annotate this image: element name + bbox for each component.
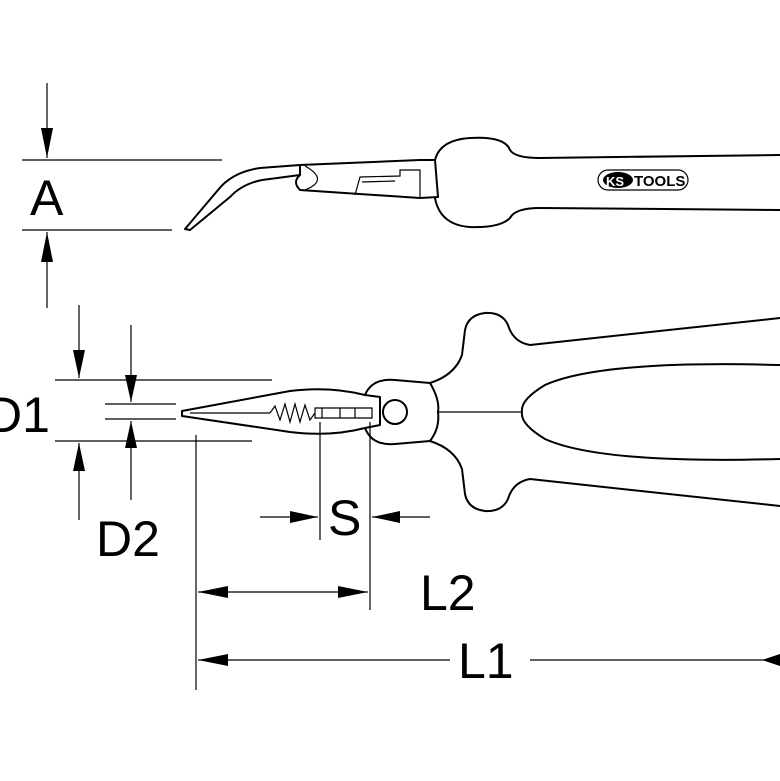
dim-l2-label: L2 xyxy=(420,565,476,621)
dim-d1-arrow-top xyxy=(73,350,85,378)
logo-tools-text: TOOLS xyxy=(634,173,685,190)
dim-l1-arrow-left xyxy=(198,654,228,666)
dim-l2-arrow-left xyxy=(198,586,228,598)
handle-side-outline xyxy=(434,136,780,229)
nose-outline xyxy=(181,388,381,435)
logo-ks-oval xyxy=(603,172,633,188)
handle-lower-outline xyxy=(429,440,780,513)
logo-badge xyxy=(597,169,689,191)
dimension-d1: D1 xyxy=(0,305,272,520)
dim-d2-arrow-top xyxy=(125,375,137,402)
dim-l1-arrow-right xyxy=(762,654,780,666)
dim-d2-label: D2 xyxy=(96,511,160,567)
dimension-l2: L2 xyxy=(195,435,476,690)
dim-s-label: S xyxy=(328,490,361,546)
dimension-s: S xyxy=(260,422,430,610)
dim-s-arrow-left xyxy=(290,511,318,523)
jaw-serration xyxy=(269,401,316,425)
dimension-d2: D2 xyxy=(96,325,176,567)
jaw-cutter-step xyxy=(354,169,421,198)
handle-upper-outline xyxy=(429,311,780,384)
bent-tip-outline xyxy=(184,164,301,231)
dim-d1-label: D1 xyxy=(0,387,50,443)
jaw-body-outline xyxy=(295,159,439,199)
ks-tools-logo: KS TOOLS xyxy=(597,169,689,191)
dim-d2-arrow-bottom xyxy=(125,421,137,448)
handle-inner-outline xyxy=(520,363,780,461)
cutter-slot xyxy=(314,407,373,419)
dim-l2-arrow-right xyxy=(338,586,368,598)
logo-ks-text: KS xyxy=(606,174,624,189)
jaw-inner-line xyxy=(304,165,319,191)
dimension-a: A xyxy=(22,83,222,308)
dim-a-arrow-top xyxy=(41,128,53,158)
dim-a-arrow-bottom xyxy=(41,232,53,262)
pivot-rivet xyxy=(382,399,408,425)
jaw-cutter-inner xyxy=(361,180,396,183)
dim-a-label: A xyxy=(30,170,64,226)
dimension-l1: L1 xyxy=(198,633,780,689)
plier-side-view: KS TOOLS xyxy=(184,136,780,231)
pivot-head-outline xyxy=(364,378,440,446)
plier-plan-view xyxy=(181,311,780,513)
dim-s-arrow-right xyxy=(372,511,400,523)
dim-d1-arrow-bottom xyxy=(73,443,85,471)
dim-l1-label: L1 xyxy=(458,633,514,689)
